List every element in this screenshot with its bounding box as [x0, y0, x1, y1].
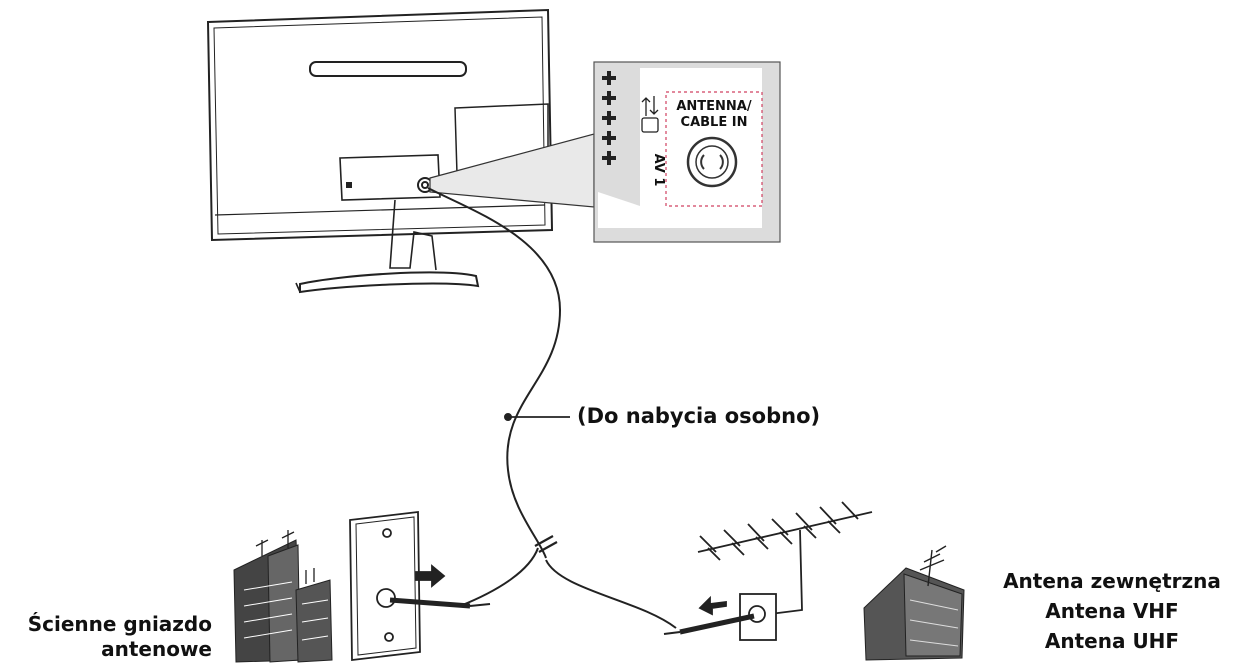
- jack-panel: ANTENNA/ CABLE IN AV 1: [593, 61, 781, 243]
- wall-socket: [349, 510, 491, 662]
- coax-cables: [427, 187, 677, 629]
- wall-socket-label-line1: Ścienne gniazdo: [27, 612, 212, 636]
- vhf-antenna-label: Antena VHF: [1045, 599, 1179, 623]
- outdoor-antenna-label: Antena zewnętrzna Antena VHF Antena UHF: [994, 566, 1230, 656]
- wall-socket-label-line2: antenowe: [101, 637, 212, 661]
- apartment-buildings-icon: [233, 530, 333, 663]
- antenna-label-line1: ANTENNA/: [676, 99, 752, 114]
- av-label: AV 1: [651, 154, 666, 187]
- cable-purchase-note: (Do nabycia osobno): [577, 404, 821, 428]
- wall-socket-label: Ścienne gniazdo antenowe: [6, 612, 212, 662]
- tv-rear-view: [206, 8, 554, 294]
- antenna-label-line2: CABLE IN: [681, 115, 748, 130]
- highlight-dashed-box: [665, 91, 763, 207]
- uhf-antenna-label: Antena UHF: [1044, 629, 1180, 653]
- outdoor-antenna-icon: [663, 501, 873, 641]
- house-with-antenna-icon: [863, 545, 965, 661]
- outdoor-antenna-title: Antena zewnętrzna: [1003, 569, 1221, 593]
- antenna-jack-icon: [686, 136, 738, 188]
- pin-row: [602, 71, 616, 85]
- av-jack-icon: [641, 96, 659, 133]
